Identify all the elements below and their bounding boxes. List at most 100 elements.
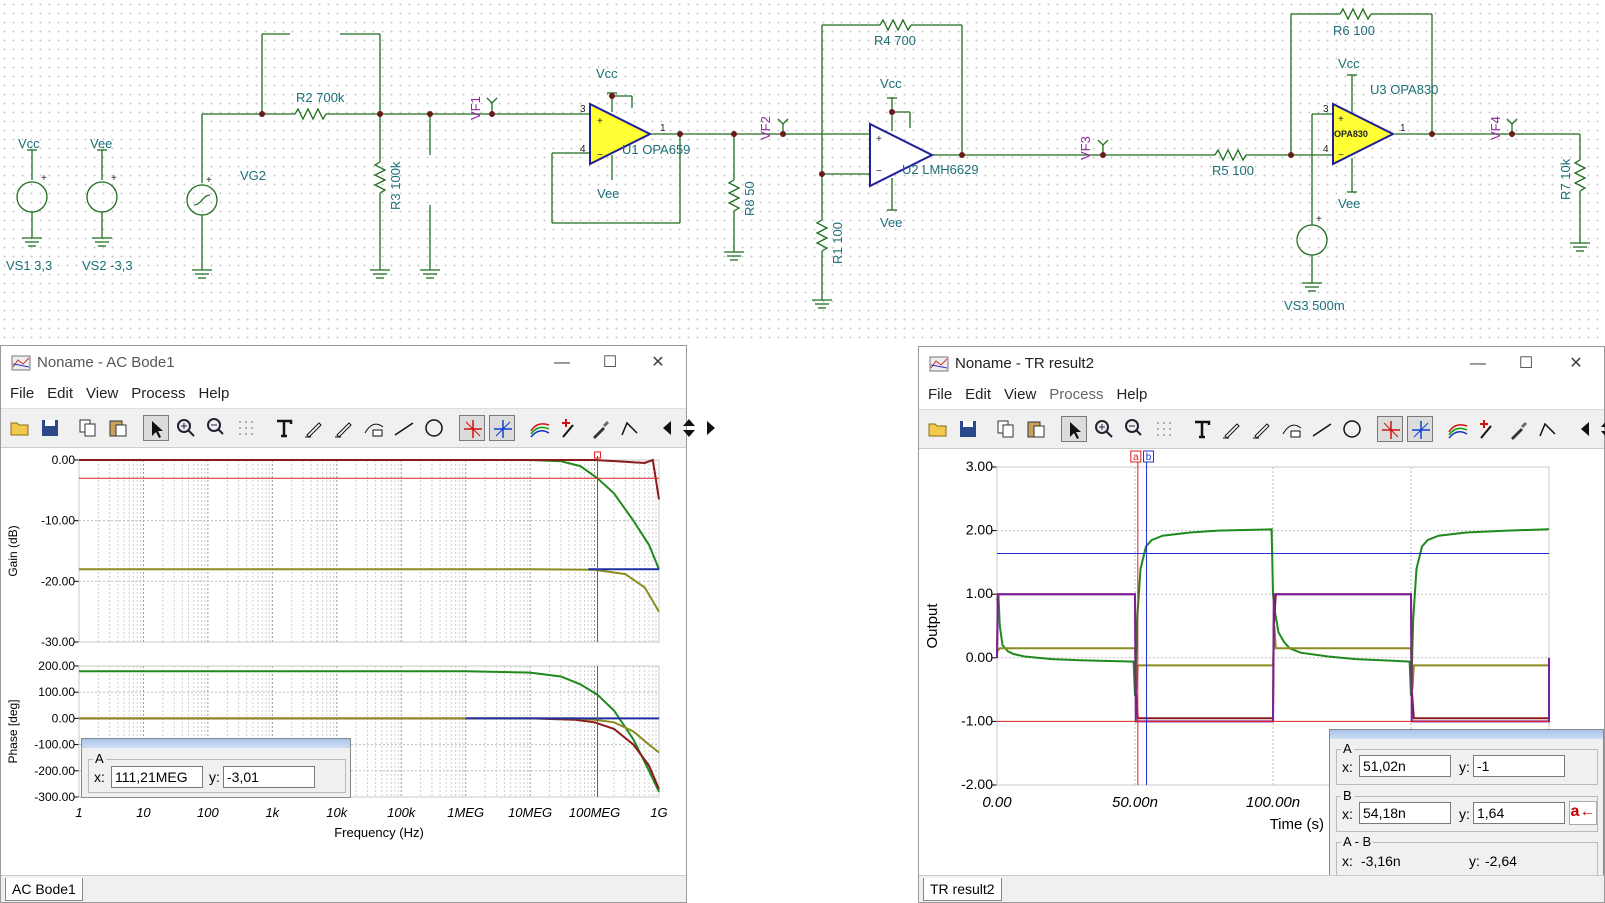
tr-cursor-panel[interactable]: A x: 51,02n y: -1 B x: 54,18n y: 1,64 a←…	[1329, 729, 1604, 879]
bode-menu-edit[interactable]: Edit	[47, 385, 74, 402]
bode-cursor-y-field[interactable]: -3,01	[223, 766, 315, 788]
bode-close-button[interactable]: ✕	[651, 354, 665, 371]
cursor-a-icon	[464, 420, 482, 438]
bode-cursor-panel[interactable]: A x: 111,21MEG y: -3,01	[81, 738, 351, 798]
bode-toolbar-save-button[interactable]	[37, 415, 63, 441]
bode-toolbar-add-curve-button[interactable]	[557, 415, 583, 441]
phase-x-tick-label: 100k	[387, 805, 417, 820]
tr-toolbar-up-down-arrow-button[interactable]	[1594, 416, 1605, 442]
tr-minimize-button[interactable]: —	[1470, 355, 1486, 372]
tr-toolbar-copy-button[interactable]	[993, 416, 1019, 442]
bode-toolbar-marker-button[interactable]	[587, 415, 613, 441]
tr-toolbar-pointer-button[interactable]	[1061, 416, 1087, 442]
bode-toolbar-copy-button[interactable]	[75, 415, 101, 441]
r3-label: R3 100k	[388, 161, 403, 210]
bode-toolbar-pen-button[interactable]	[301, 415, 327, 441]
tr-x-tick-label: 50.00n	[1112, 794, 1158, 811]
tr-toolbar-zoom-100-button[interactable]	[1121, 416, 1147, 442]
ac-bode-window[interactable]: Noname - AC Bode1 — ☐ ✕ File Edit View Proc…	[0, 345, 715, 903]
r6-label: R6 100	[1333, 23, 1375, 38]
opamp-u3[interactable]	[1332, 102, 1396, 166]
tr-toolbar-step-button[interactable]	[1535, 416, 1561, 442]
tr-cursor-a-label: A	[1341, 741, 1354, 756]
bode-toolbar-left-arrow-button[interactable]	[655, 415, 681, 441]
bode-toolbar-pointer-button[interactable]	[143, 415, 169, 441]
tr-result-window[interactable]: Noname - TR result2 — ☐ ✕ File Edit View Pr…	[918, 346, 1605, 903]
tr-toolbar-left-arrow-button[interactable]	[1573, 416, 1599, 442]
bode-toolbar-pen-line-button[interactable]	[331, 415, 357, 441]
tr-titlebar[interactable]: Noname - TR result2 — ☐ ✕	[919, 347, 1604, 381]
bode-result-tab[interactable]: AC Bode1	[5, 878, 83, 901]
tr-toolbar-pen-button[interactable]	[1219, 416, 1245, 442]
bode-toolbar-zoom-100-button[interactable]	[203, 415, 229, 441]
bode-toolbar-curves-button[interactable]	[527, 415, 553, 441]
bode-menu-view[interactable]: View	[86, 385, 119, 402]
bode-maximize-button[interactable]: ☐	[602, 354, 618, 371]
bode-toolbar-up-down-arrow-button[interactable]	[676, 415, 702, 441]
bode-cursor-group-label: A	[93, 751, 106, 766]
tr-toolbar-cursor-b-button[interactable]	[1407, 416, 1433, 442]
tr-toolbar-line-button[interactable]	[1309, 416, 1335, 442]
bode-toolbar-paste-button[interactable]	[105, 415, 131, 441]
tr-cursor-b-y-field[interactable]: 1,64	[1473, 802, 1565, 824]
u3-pin1: 1	[1400, 123, 1406, 134]
bode-chart[interactable]: 0.00-10.00-20.00-30.00200.00100.000.00-1…	[1, 448, 686, 876]
bode-menu-file[interactable]: File	[10, 385, 35, 402]
tr-menu-file[interactable]: File	[928, 386, 953, 403]
tr-toolbar-grid-button[interactable]	[1151, 416, 1177, 442]
tr-toolbar-marker-button[interactable]	[1505, 416, 1531, 442]
tr-menu-view[interactable]: View	[1004, 386, 1037, 403]
bode-toolbar-line-button[interactable]	[391, 415, 417, 441]
tr-close-button[interactable]: ✕	[1569, 355, 1583, 372]
bode-cursor-panel-header[interactable]	[82, 739, 350, 748]
phase-x-tick-label: 1k	[265, 805, 280, 820]
tr-cursor-b-x-field[interactable]: 54,18n	[1359, 802, 1451, 824]
bode-toolbar-cursor-b-button[interactable]	[489, 415, 515, 441]
bode-menu-help[interactable]: Help	[198, 385, 230, 402]
tr-cursor-panel-header[interactable]	[1330, 730, 1603, 739]
schematic-canvas[interactable]: Vcc Vee VS1 3,3 VS2 -3,3 VG2 R2 700k R3 …	[0, 0, 1605, 340]
tr-menu-process[interactable]: Process	[1049, 386, 1104, 403]
bode-menu-process[interactable]: Process	[131, 385, 186, 402]
tr-menu-help[interactable]: Help	[1116, 386, 1148, 403]
opamp-u1[interactable]	[589, 102, 653, 166]
tr-maximize-button[interactable]: ☐	[1518, 355, 1534, 372]
tr-toolbar-paste-button[interactable]	[1023, 416, 1049, 442]
circuit-diagram[interactable]: Vcc Vee VS1 3,3 VS2 -3,3 VG2 R2 700k R3 …	[0, 0, 1605, 340]
bode-toolbar-open-button[interactable]	[7, 415, 33, 441]
tr-toolbar-zoom-in-button[interactable]	[1091, 416, 1117, 442]
tr-toolbar-save-button[interactable]	[955, 416, 981, 442]
tr-cursor-ab-x-value: -3,16n	[1361, 853, 1401, 869]
tr-toolbar-open-button[interactable]	[925, 416, 951, 442]
bode-toolbar-zoom-in-button[interactable]	[173, 415, 199, 441]
tr-menu-edit[interactable]: Edit	[965, 386, 992, 403]
bode-titlebar[interactable]: Noname - AC Bode1 — ☐ ✕	[1, 346, 686, 380]
bode-cursor-x-field[interactable]: 111,21MEG	[111, 766, 203, 788]
bode-toolbar-cursor-a-button[interactable]	[459, 415, 485, 441]
tr-cursor-a-y-field[interactable]: -1	[1473, 755, 1565, 777]
tr-cursor-a-arrow-button[interactable]: a←	[1569, 801, 1597, 825]
tr-statusbar: TR result2	[919, 875, 1604, 902]
bode-minimize-button[interactable]: —	[554, 354, 570, 371]
bode-toolbar-right-arrow-button[interactable]	[697, 415, 723, 441]
tr-cursor-a-x-field[interactable]: 51,02n	[1359, 755, 1451, 777]
opamp-u2[interactable]	[869, 122, 935, 188]
bode-toolbar-circle-button[interactable]	[421, 415, 447, 441]
tr-toolbar-cursor-a-button[interactable]	[1377, 416, 1403, 442]
bode-toolbar-step-button[interactable]	[617, 415, 643, 441]
bode-toolbar-grid-button[interactable]	[233, 415, 259, 441]
vf3-label: VF3	[1078, 136, 1093, 160]
tr-cursor-b-y-label: y:	[1459, 806, 1470, 822]
tr-toolbar-pen-line-button[interactable]	[1249, 416, 1275, 442]
tr-result-tab[interactable]: TR result2	[923, 878, 1002, 901]
bode-toolbar-curve-button[interactable]	[361, 415, 387, 441]
tr-toolbar-curves-button[interactable]	[1445, 416, 1471, 442]
tr-toolbar-add-curve-button[interactable]	[1475, 416, 1501, 442]
tr-toolbar-circle-button[interactable]	[1339, 416, 1365, 442]
bode-toolbar-text-button[interactable]	[271, 415, 297, 441]
tr-toolbar-curve-button[interactable]	[1279, 416, 1305, 442]
tr-toolbar-text-button[interactable]	[1189, 416, 1215, 442]
